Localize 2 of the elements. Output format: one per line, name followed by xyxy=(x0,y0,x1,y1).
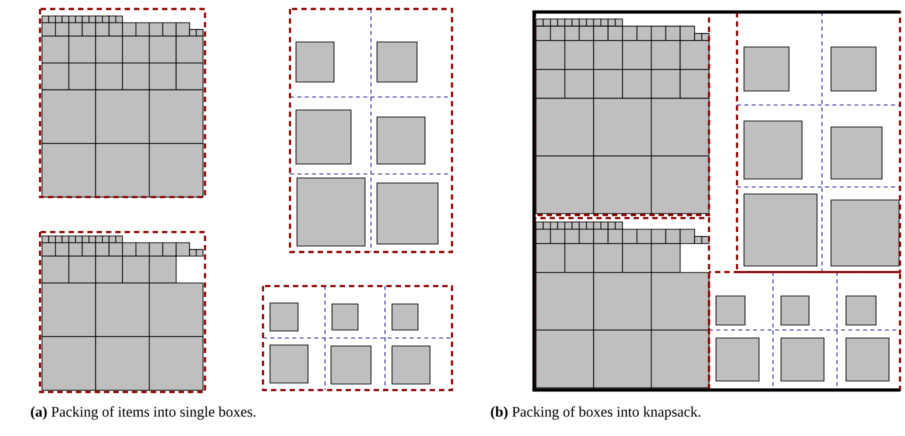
caption: (b) Packing of boxes into knapsack. xyxy=(490,406,700,420)
caption: (a) Packing of items into single boxes. xyxy=(30,406,256,420)
